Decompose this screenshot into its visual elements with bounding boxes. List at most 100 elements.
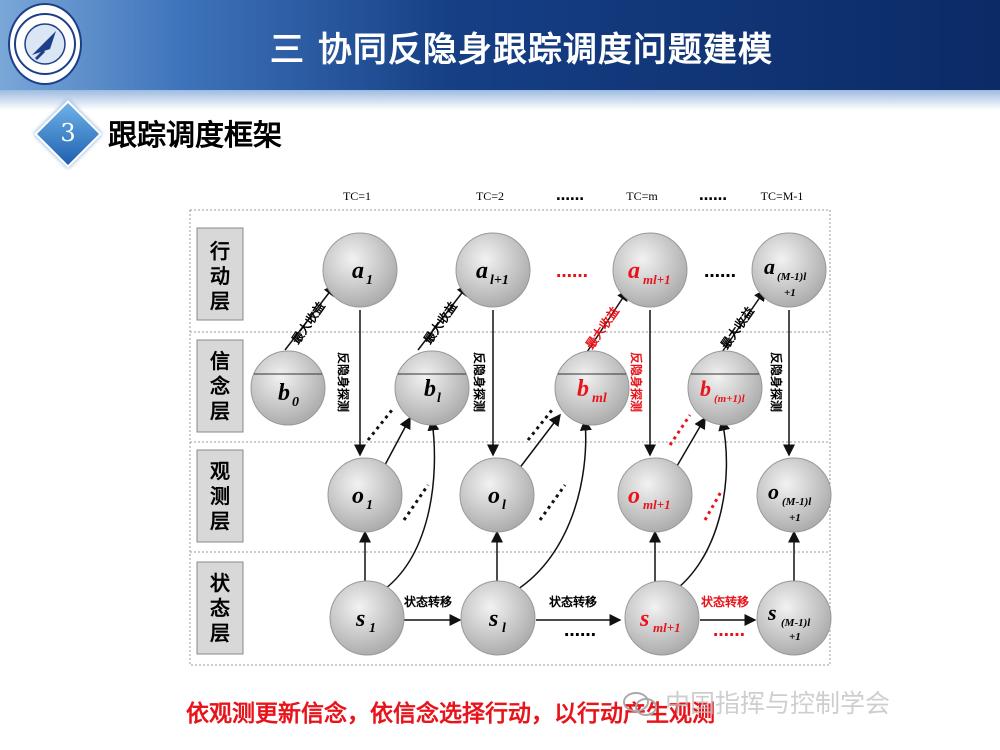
- svg-text:观: 观: [210, 459, 230, 483]
- svg-text:o: o: [352, 483, 364, 509]
- svg-text:反隐身探测: 反隐身探测: [336, 352, 351, 412]
- svg-text:b: b: [278, 380, 290, 406]
- layer-label-observe: 观 测 层: [196, 449, 244, 543]
- svg-text:最大收益: 最大收益: [582, 304, 622, 352]
- svg-text:ml+1: ml+1: [653, 620, 681, 635]
- svg-text:l+1: l+1: [490, 273, 509, 288]
- node-sm: s ml+1: [624, 580, 700, 656]
- svg-text:b: b: [424, 376, 436, 402]
- svg-text:b: b: [577, 376, 589, 402]
- svg-text:+1: +1: [789, 631, 801, 643]
- svg-text:l: l: [437, 391, 441, 406]
- diagram-frame: [189, 209, 831, 666]
- wechat-icon: [623, 692, 657, 716]
- ellipsis: ……: [713, 621, 745, 640]
- svg-text:o: o: [488, 483, 500, 509]
- svg-text:念: 念: [210, 374, 230, 398]
- university-logo: [8, 3, 82, 85]
- time-label: TC=m: [626, 189, 658, 203]
- edge-labels: 最大收益 最大收益 最大收益 最大收益 反隐身探测 反隐身探测 反隐身探测 反隐…: [288, 299, 784, 609]
- svg-text:反隐身探测: 反隐身探测: [472, 352, 487, 412]
- svg-text:(m+1)l: (m+1)l: [714, 393, 746, 405]
- header-bar: [0, 0, 1000, 90]
- svg-text:a: a: [476, 258, 488, 284]
- section-number: 3: [60, 119, 76, 147]
- svg-text:ml+1: ml+1: [643, 497, 671, 512]
- svg-text:信: 信: [210, 349, 230, 373]
- svg-text:+1: +1: [784, 287, 796, 299]
- header-fade: [0, 90, 1000, 110]
- svg-text:o: o: [628, 483, 640, 509]
- svg-text:最大收益: 最大收益: [288, 299, 328, 347]
- svg-text:1: 1: [369, 621, 376, 636]
- svg-text:a: a: [352, 258, 364, 284]
- svg-text:+1: +1: [789, 512, 801, 524]
- svg-text:反隐身探测: 反隐身探测: [769, 352, 784, 412]
- svg-text:0: 0: [292, 395, 299, 410]
- layer-label-belief: 信 念 层: [196, 339, 244, 433]
- edges: [284, 283, 800, 626]
- svg-text:(M-1)l: (M-1)l: [777, 271, 807, 283]
- ellipsis: ……: [564, 621, 596, 640]
- layer-label-action: 行 动 层: [196, 227, 244, 321]
- ellipsis: ……: [704, 262, 736, 281]
- svg-text:层: 层: [210, 509, 230, 533]
- svg-text:(M-1)l: (M-1)l: [781, 617, 811, 629]
- time-label: TC=M-1: [761, 189, 804, 203]
- svg-text:反隐身探测: 反隐身探测: [629, 352, 644, 412]
- dotted-links: [366, 409, 724, 521]
- ellipsis: ……: [556, 262, 588, 281]
- svg-text:o: o: [768, 479, 779, 504]
- node-bM: b(m+1)l: [687, 350, 763, 426]
- ellipsis: ……: [699, 188, 727, 204]
- svg-text:层: 层: [210, 289, 230, 313]
- node-oM: o(M-1)l +1: [756, 457, 832, 533]
- svg-text:l: l: [502, 498, 506, 513]
- svg-text:s: s: [767, 600, 777, 625]
- svg-text:动: 动: [210, 264, 230, 288]
- svg-text:测: 测: [210, 484, 230, 508]
- svg-text:状: 状: [210, 571, 231, 595]
- svg-text:s: s: [355, 606, 365, 632]
- layer-label-state: 状 态 层: [196, 561, 244, 655]
- svg-text:状态转移: 状态转移: [701, 594, 749, 609]
- svg-text:最大收益: 最大收益: [717, 304, 757, 352]
- svg-text:(M-1)l: (M-1)l: [782, 496, 812, 508]
- time-label: TC=1: [343, 189, 371, 203]
- svg-text:状态转移: 状态转移: [404, 594, 452, 609]
- svg-text:a: a: [764, 254, 775, 279]
- svg-text:行: 行: [209, 239, 230, 263]
- conclusion-text: 依观测更新信念，依信念选择行动，以行动产生观测: [186, 701, 715, 727]
- svg-text:ml+1: ml+1: [643, 272, 671, 287]
- svg-text:ml: ml: [592, 391, 607, 406]
- svg-text:s: s: [639, 606, 649, 632]
- svg-text:s: s: [488, 606, 498, 632]
- node-aM: a(M-1)l +1: [751, 232, 827, 308]
- svg-text:1: 1: [366, 498, 373, 513]
- svg-text:最大收益: 最大收益: [420, 299, 460, 347]
- svg-text:状态转移: 状态转移: [549, 594, 597, 609]
- svg-text:a: a: [628, 258, 640, 284]
- section-title: 跟踪调度框架: [108, 118, 283, 152]
- time-label: TC=2: [476, 189, 504, 203]
- svg-text:1: 1: [366, 273, 373, 288]
- ellipsis: ……: [556, 188, 584, 204]
- svg-text:b: b: [700, 376, 711, 401]
- page-title: 三 协同反隐身跟踪调度问题建模: [270, 30, 773, 70]
- svg-text:层: 层: [210, 621, 230, 645]
- watermark-text: 中国指挥与控制学会: [665, 689, 891, 718]
- svg-text:层: 层: [210, 399, 230, 423]
- node-sM: s (M-1)l +1: [756, 580, 832, 656]
